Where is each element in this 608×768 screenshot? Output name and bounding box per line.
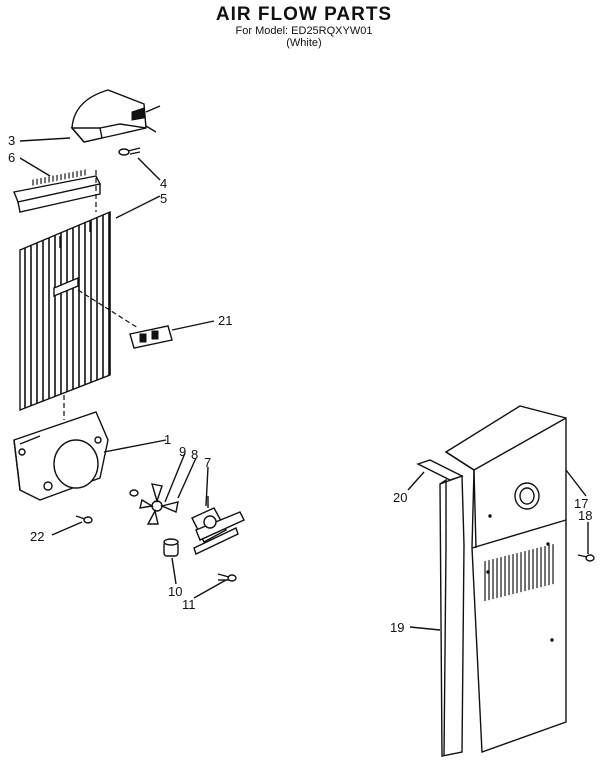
color-note: (White) — [286, 37, 322, 49]
callout-7: 7 — [204, 455, 211, 470]
callout-4: 4 — [160, 176, 167, 191]
part-11-screw — [217, 573, 237, 582]
part-17-air-tower-cover — [444, 405, 567, 753]
callout-3: 3 — [8, 133, 15, 148]
part-22-screw — [75, 515, 93, 524]
callout-21: 21 — [218, 313, 232, 328]
callout-6: 6 — [8, 150, 15, 165]
part-6-damper — [13, 168, 102, 213]
callout-8: 8 — [191, 447, 198, 462]
callout-1: 1 — [164, 432, 171, 447]
part-20-gasket — [416, 459, 464, 481]
callout-22: 22 — [30, 529, 44, 544]
part-19-foam-strip — [439, 475, 465, 757]
leader-lines — [19, 137, 589, 631]
part-18-screw — [577, 554, 595, 562]
part-7-fan-motor — [191, 496, 245, 555]
part-8-fan-blade — [139, 483, 179, 525]
callout-5: 5 — [160, 191, 167, 206]
part-1-fan-shroud — [13, 411, 109, 501]
callout-20: 20 — [393, 490, 407, 505]
part-3-duct-cap — [70, 89, 161, 143]
callout-17: 17 — [574, 496, 588, 511]
callout-11: 11 — [182, 597, 196, 612]
callout-10: 10 — [168, 584, 182, 599]
part-10-grommet — [163, 538, 179, 557]
part-4-screw — [118, 147, 141, 156]
part-5-evaporator-cover — [19, 170, 139, 420]
callout-9: 9 — [179, 444, 186, 459]
part-21-clip — [129, 325, 173, 349]
callout-18: 18 — [578, 508, 592, 523]
page-title: AIR FLOW PARTS — [215, 4, 393, 25]
model-number: For Model: ED25RQXYW01 — [235, 25, 373, 37]
part-9-nut — [129, 489, 139, 497]
callout-19: 19 — [390, 620, 404, 635]
